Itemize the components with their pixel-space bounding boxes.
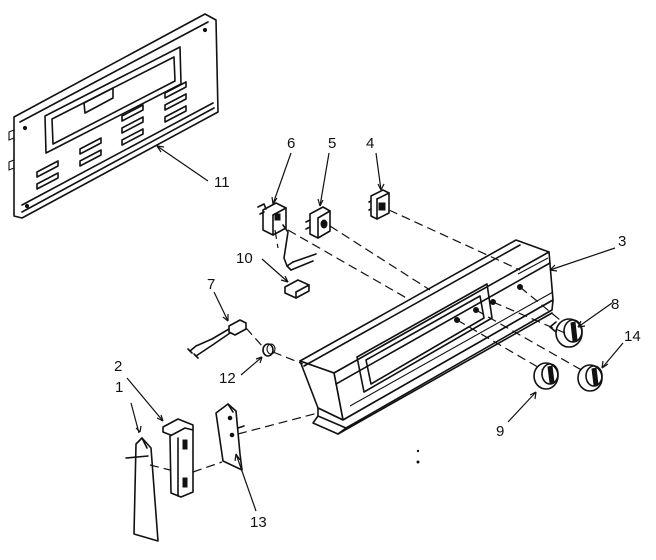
switch-part-5 bbox=[305, 206, 331, 239]
callout-7: 7 bbox=[207, 276, 215, 293]
assembly-lines bbox=[149, 209, 586, 473]
callout-6: 6 bbox=[287, 135, 295, 152]
leader-lines bbox=[126, 145, 624, 512]
speck bbox=[416, 460, 420, 464]
knob-part-9 bbox=[533, 362, 559, 390]
control-panel-part bbox=[299, 239, 554, 435]
callout-8: 8 bbox=[611, 296, 619, 313]
speck bbox=[416, 449, 420, 453]
callout-4: 4 bbox=[366, 135, 374, 152]
knob-part-8 bbox=[549, 318, 583, 348]
callout-13: 13 bbox=[250, 514, 267, 531]
callout-14: 14 bbox=[624, 328, 641, 345]
sensor-part-10 bbox=[283, 244, 317, 299]
callout-9: 9 bbox=[496, 423, 504, 440]
callout-12: 12 bbox=[219, 370, 236, 387]
grommet-part-12 bbox=[262, 343, 276, 357]
callout-2: 2 bbox=[114, 358, 122, 375]
switch-part-6 bbox=[257, 202, 289, 246]
callout-labels: 1 2 3 4 5 6 7 8 9 10 11 12 13 14 bbox=[114, 135, 641, 531]
knob-part-14 bbox=[577, 364, 603, 392]
callout-11: 11 bbox=[214, 174, 230, 191]
harness-part-7 bbox=[187, 319, 247, 359]
callout-10: 10 bbox=[236, 250, 253, 267]
rear-panel-part bbox=[8, 13, 219, 219]
end-cap-part-1 bbox=[125, 437, 159, 542]
callout-3: 3 bbox=[618, 233, 626, 250]
switch-part-4 bbox=[368, 189, 390, 220]
callout-1: 1 bbox=[115, 379, 123, 396]
bracket-part-13 bbox=[215, 403, 245, 471]
end-trim-part-2 bbox=[162, 418, 194, 498]
callout-5: 5 bbox=[328, 135, 336, 152]
